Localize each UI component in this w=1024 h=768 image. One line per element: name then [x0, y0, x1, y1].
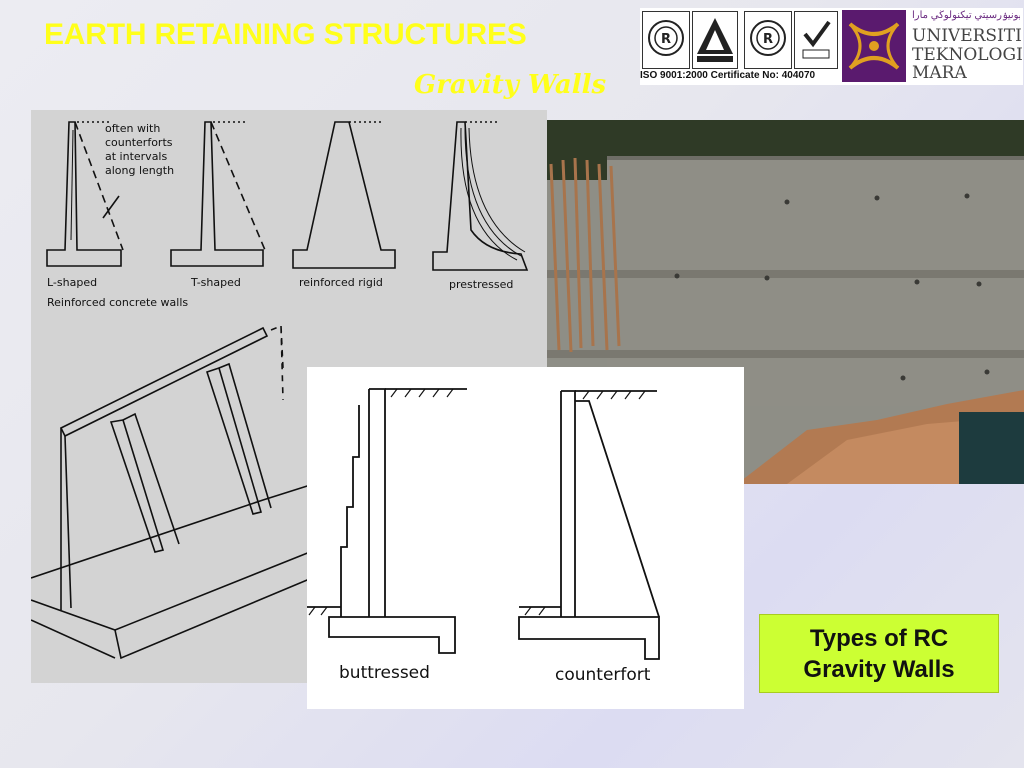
slide-title: EARTH RETAINING STRUCTURES	[44, 18, 527, 51]
callout-line2: Gravity Walls	[803, 655, 955, 683]
university-name-line3: MARA	[912, 63, 967, 83]
construction-site-illustration	[547, 120, 1024, 484]
rc-wall-sketches	[30, 121, 548, 660]
annotation-line: often with	[105, 122, 161, 135]
rc-walls-caption: Reinforced concrete walls	[47, 296, 189, 309]
type-label-prestressed: prestressed	[449, 278, 514, 291]
registered-mark-icon: R	[642, 11, 690, 69]
counterfort-annotation: often with counterforts at intervals alo…	[105, 122, 174, 178]
uitm-logo-icon	[842, 10, 906, 82]
ukas-check-icon	[794, 11, 838, 69]
svg-text:R: R	[661, 32, 671, 47]
type-label-l-shaped: L-shaped	[47, 276, 98, 289]
certificate-caption: ISO 9001:2000 Certificate No: 404070	[640, 70, 816, 81]
buttressed-counterfort-drawing: buttressed counterfort	[307, 367, 744, 709]
callout-line1: Types of RC	[809, 624, 949, 652]
counterfort-label: counterfort	[555, 665, 651, 685]
callout-text: Types of RC Gravity Walls	[803, 623, 954, 685]
university-name-line1: UNIVERSITI	[912, 26, 1022, 46]
type-label-t-shaped: T-shaped	[191, 276, 241, 289]
buttressed-label: buttressed	[339, 663, 430, 683]
retaining-wall-photo	[547, 120, 1024, 484]
rc-gravity-walls-callout: Types of RC Gravity Walls	[759, 614, 999, 693]
slide-subtitle: Gravity Walls	[414, 70, 607, 100]
wall-section-sketches	[307, 388, 660, 660]
type-label-reinforced-rigid: reinforced rigid	[299, 276, 383, 289]
university-name-line2: TEKNOLOGI	[912, 45, 1023, 65]
annotation-line: at intervals	[105, 150, 168, 163]
registered-mark-icon: R	[744, 11, 792, 69]
annotation-line: counterforts	[105, 136, 173, 149]
certified-triangle-icon	[692, 11, 738, 69]
logo-strip: R R ISO 9001:2000 Certificate No: 404070	[640, 8, 1023, 85]
university-jawi-name: يونيۏرسيتي تيكنولوڬي مارا	[912, 10, 1020, 21]
svg-text:R: R	[763, 32, 773, 47]
annotation-line: along length	[105, 164, 175, 177]
